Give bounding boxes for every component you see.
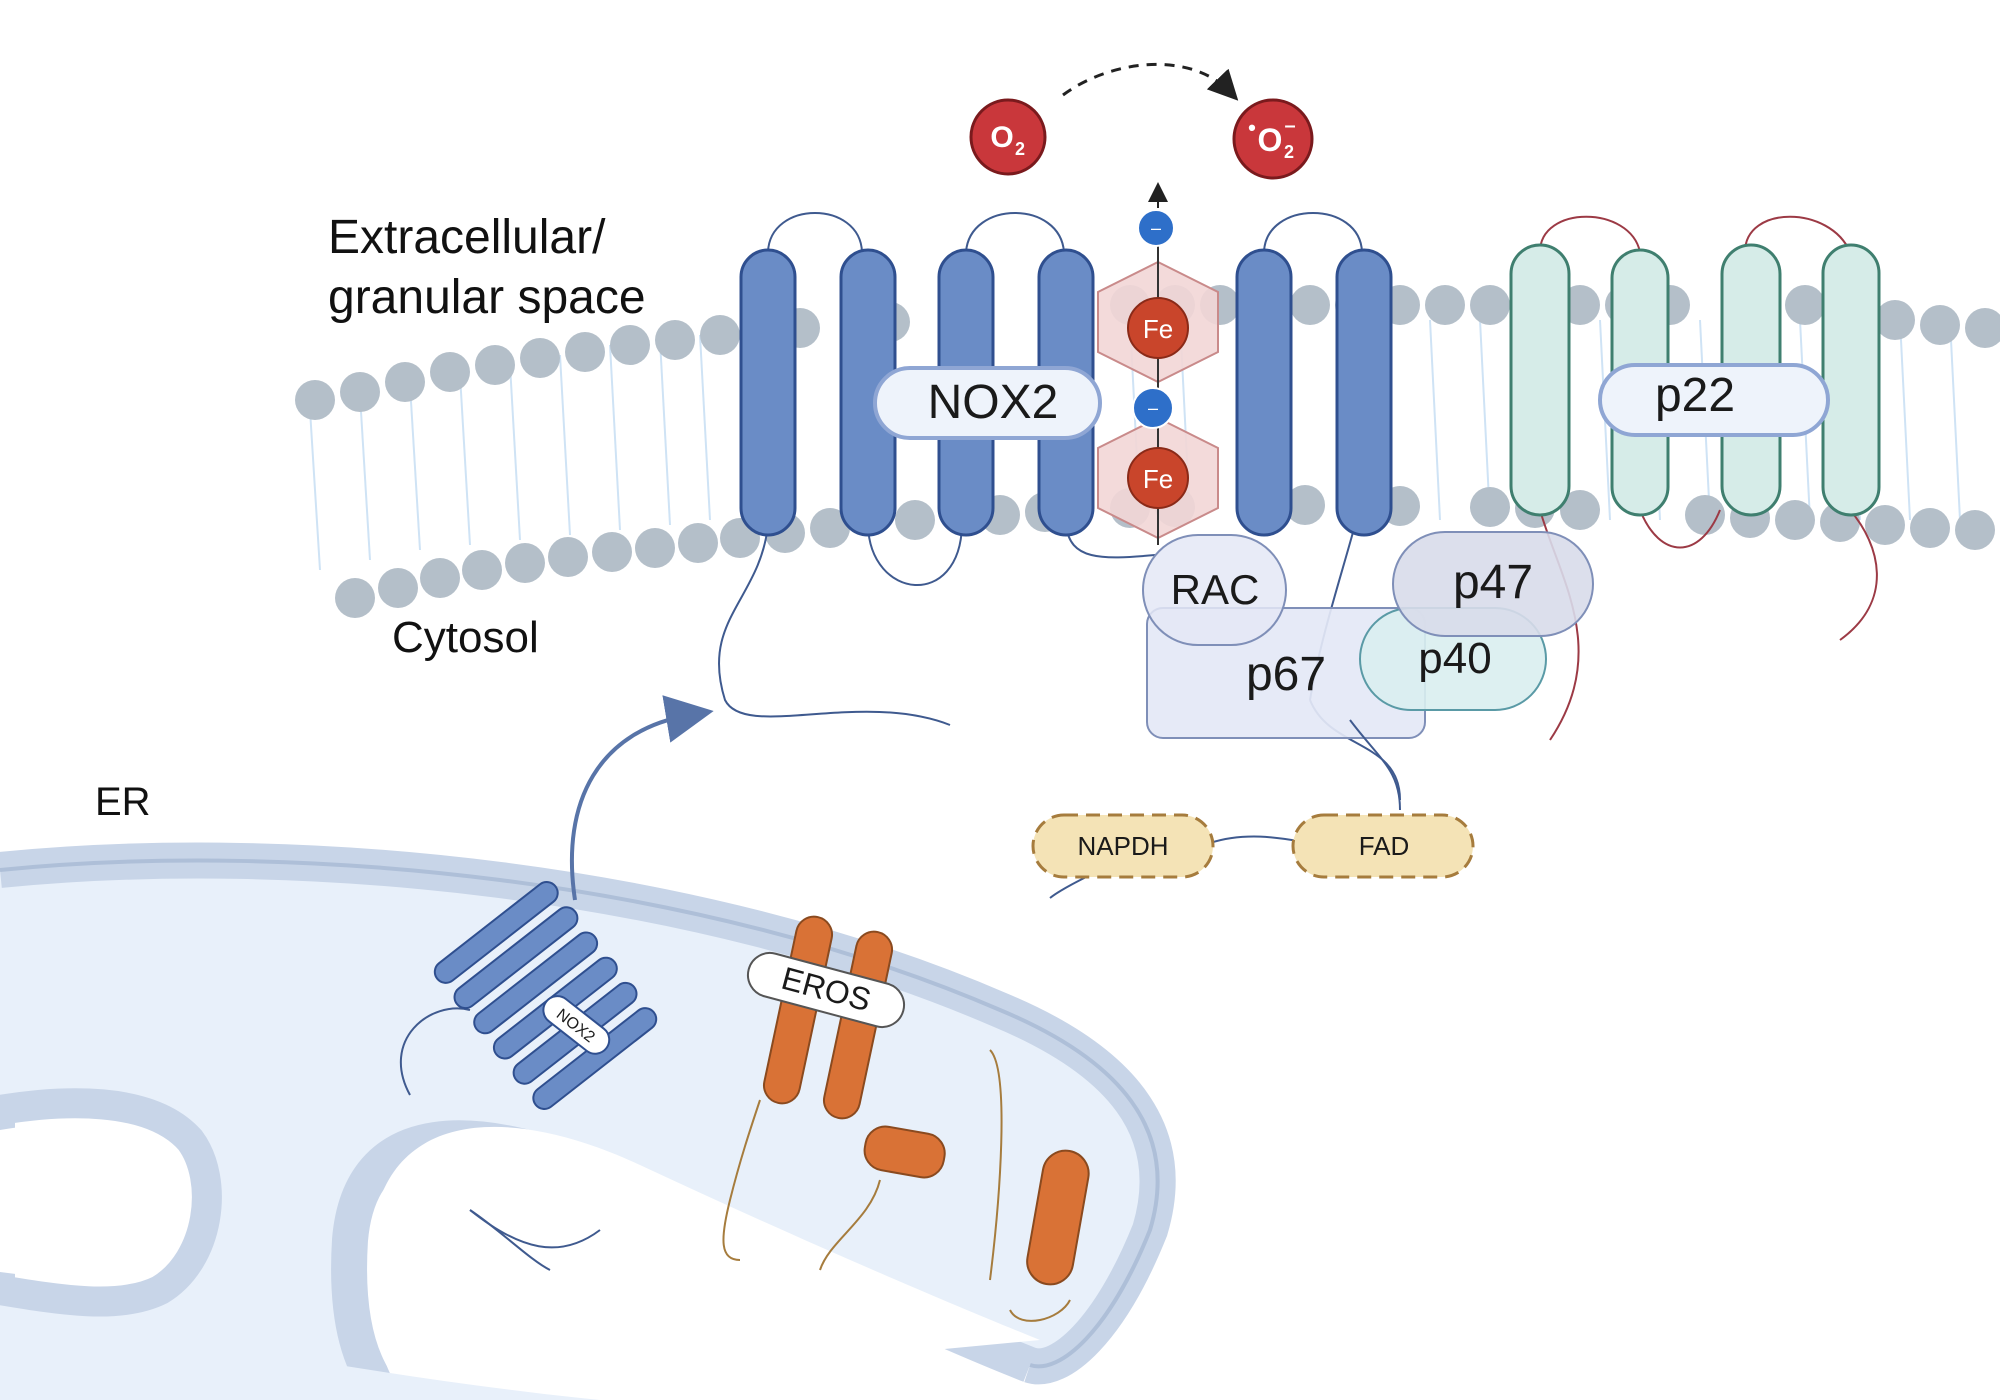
napdh-cofactor xyxy=(1031,813,1215,879)
extracellular-label-line1: Extracellular/ xyxy=(328,211,606,264)
p47-subunit xyxy=(1392,531,1594,637)
extracellular-label-line2: granular space xyxy=(328,271,646,324)
svg-text:Fe: Fe xyxy=(1143,464,1173,494)
iron-lower: Fe xyxy=(1127,447,1189,509)
p22-label: p22 xyxy=(1655,369,1735,422)
svg-text:O: O xyxy=(990,121,1013,154)
oxygen-molecule: O 2 xyxy=(969,98,1047,176)
p22-protein: p22 xyxy=(1509,215,1881,741)
electron-middle: – xyxy=(1132,387,1174,429)
cofactors: NAPDH FAD xyxy=(1031,813,1475,899)
rac-subunit xyxy=(1142,534,1287,646)
trafficking-arrow xyxy=(569,695,714,901)
p40-label: p40 xyxy=(1418,634,1491,683)
svg-text:O: O xyxy=(1258,122,1283,158)
superoxide-reaction: O 2 • O – 2 xyxy=(969,62,1314,180)
svg-text:2: 2 xyxy=(1284,142,1294,162)
svg-text:Fe: Fe xyxy=(1143,314,1173,344)
svg-text:2: 2 xyxy=(1015,139,1025,159)
svg-text:–: – xyxy=(1284,115,1295,137)
nox2-label: NOX2 xyxy=(928,376,1059,429)
reaction-arrow xyxy=(1062,62,1239,101)
iron-upper: Fe xyxy=(1127,297,1189,359)
fad-cofactor xyxy=(1291,813,1475,879)
fad-label: FAD xyxy=(1359,831,1410,861)
svg-text:•: • xyxy=(1248,115,1256,140)
electron-upper: – xyxy=(1137,209,1175,247)
rac-label: RAC xyxy=(1171,566,1260,613)
p67-label: p67 xyxy=(1246,648,1326,701)
nox2-er-protein: NOX2 xyxy=(399,881,658,1271)
p47-label: p47 xyxy=(1453,556,1533,609)
eros-protein: EROS xyxy=(722,915,1090,1322)
svg-text:–: – xyxy=(1148,398,1158,418)
cytosol-label: Cytosol xyxy=(392,613,539,662)
cytosolic-subunits: p67 RAC p40 p47 xyxy=(1142,531,1594,811)
er-label: ER xyxy=(95,780,151,824)
svg-text:–: – xyxy=(1151,218,1161,238)
nox2-membrane-protein: – Fe – Fe NOX2 xyxy=(718,182,1401,801)
napdh-label: NAPDH xyxy=(1077,831,1168,861)
superoxide-molecule: • O – 2 xyxy=(1232,98,1314,180)
